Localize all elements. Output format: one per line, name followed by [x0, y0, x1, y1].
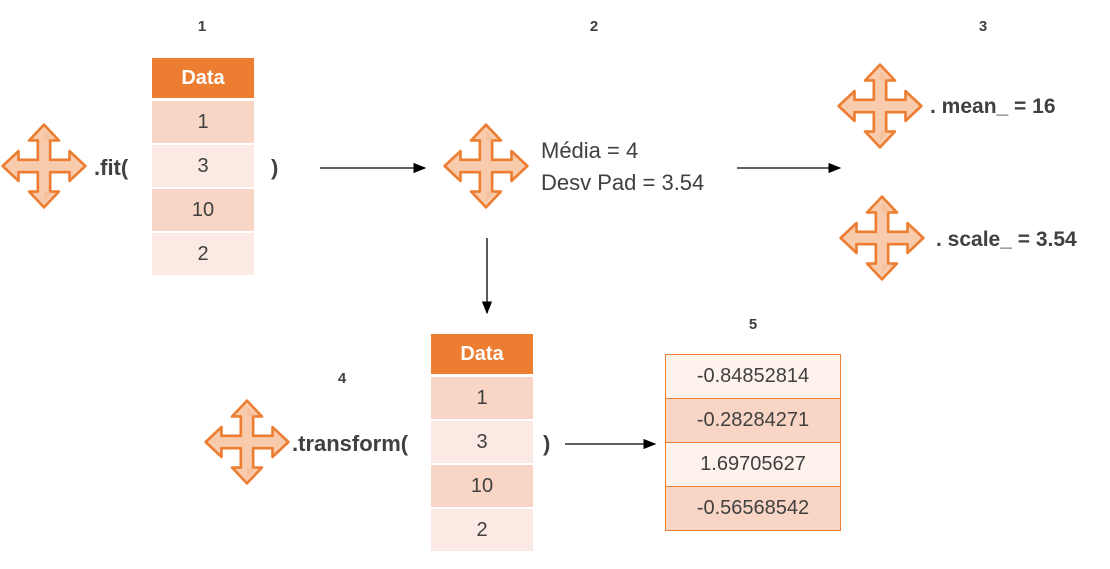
table-cell: 3: [152, 145, 254, 189]
result-cell: -0.28284271: [666, 399, 840, 443]
table-cell: 2: [152, 233, 254, 277]
table-cell: 3: [431, 421, 533, 465]
scaler-icon: [0, 122, 88, 210]
mean-attribute: . mean_ = 16: [930, 95, 1056, 118]
result-cell: 1.69705627: [666, 443, 840, 487]
result-cell: -0.84852814: [666, 355, 840, 399]
scaler-icon: [203, 398, 291, 486]
step-number-3: 3: [978, 18, 988, 35]
scaler-icon: [442, 122, 530, 210]
transform-data-table: Data 1 3 10 2: [431, 334, 533, 553]
result-cell: -0.56568542: [666, 487, 840, 530]
table-cell: 1: [152, 101, 254, 145]
fit-close-paren: ): [271, 155, 279, 180]
step-number-1: 1: [197, 18, 207, 35]
fit-call: .fit(: [94, 155, 129, 180]
result-table: -0.84852814 -0.28284271 1.69705627 -0.56…: [665, 354, 841, 531]
table-header: Data: [152, 58, 254, 101]
mean-stat: Média = 4: [541, 138, 639, 163]
fit-data-table: Data 1 3 10 2: [152, 58, 254, 277]
step-number-4: 4: [337, 370, 347, 387]
table-cell: 10: [431, 465, 533, 509]
table-cell: 10: [152, 189, 254, 233]
scaler-icon: [838, 194, 926, 282]
scale-attribute: . scale_ = 3.54: [936, 228, 1077, 251]
table-cell: 1: [431, 377, 533, 421]
table-cell: 2: [431, 509, 533, 553]
scaler-icon: [836, 62, 924, 150]
std-stat: Desv Pad = 3.54: [541, 170, 705, 195]
transform-close-paren: ): [543, 431, 551, 456]
step-number-2: 2: [589, 18, 599, 35]
table-header: Data: [431, 334, 533, 377]
transform-call: .transform(: [292, 431, 409, 456]
step-number-5: 5: [748, 316, 758, 333]
